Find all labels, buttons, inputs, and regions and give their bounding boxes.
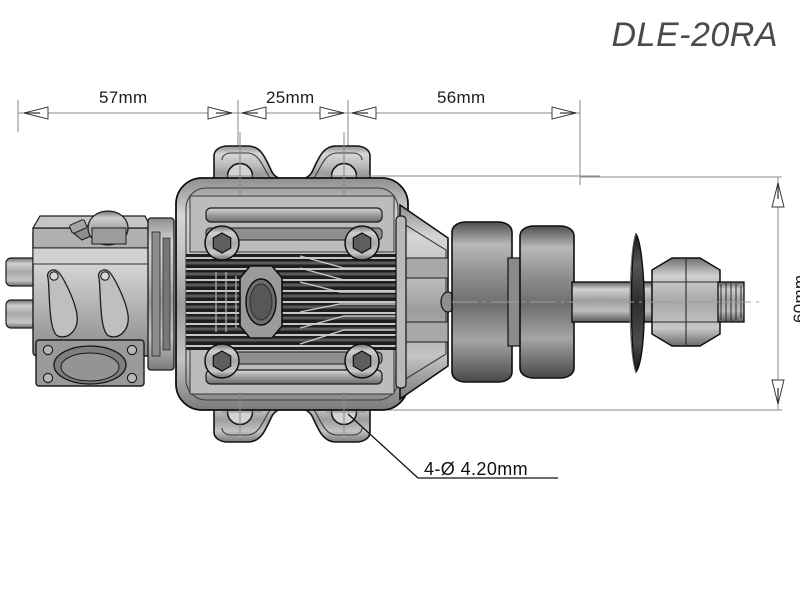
cooling-fins [186, 254, 398, 350]
head-bolts [204, 225, 380, 379]
mixture-lever-low [46, 269, 78, 338]
dimension-label-57mm: 57mm [99, 88, 148, 107]
arrow-tails [24, 112, 779, 404]
spark-plug-boss [239, 265, 283, 339]
cylinder-head-with-fins [175, 145, 409, 443]
hole-callout-label: 4-Ø 4.20mm [424, 459, 529, 479]
dimension-label-25mm: 25mm [266, 88, 315, 107]
hole-callout-leader [347, 413, 558, 479]
page-title: DLE-20RA [611, 16, 778, 54]
crankcase-housing [395, 203, 456, 401]
hole-center-marks [222, 132, 600, 436]
dimension-label-56mm: 56mm [437, 88, 486, 107]
mixture-lever-high [97, 269, 129, 338]
choke-barrel [87, 210, 129, 246]
dimension-lines [17, 100, 782, 411]
intake-flange [35, 339, 145, 387]
prop-washer [629, 232, 645, 374]
dimension-label-60mm: 60mm [790, 274, 800, 323]
carburetor-assembly [5, 210, 175, 387]
